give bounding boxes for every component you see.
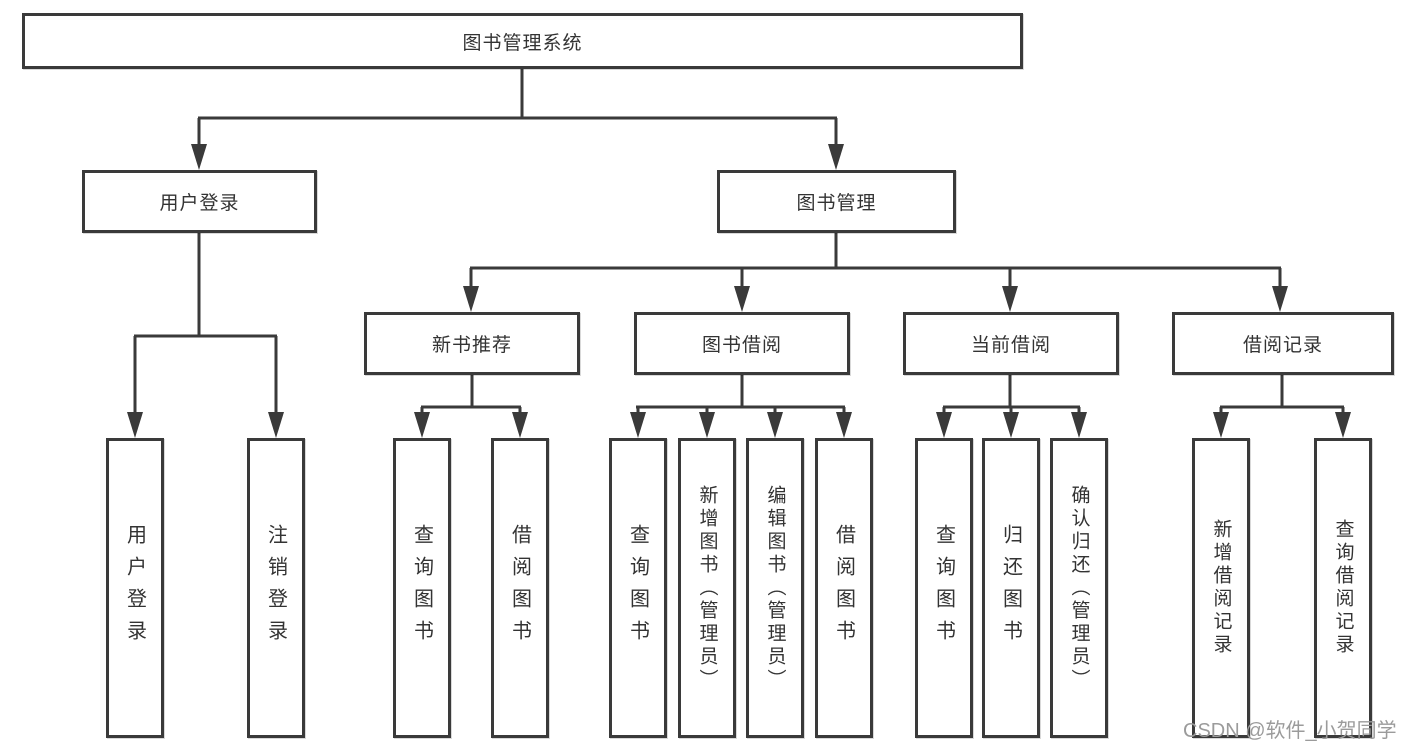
leaf-bb-add-books-admin: 新增图书（管理员） [678, 438, 736, 738]
node-current-borrowing: 当前借阅 [903, 312, 1119, 375]
leaf-bb-borrow-books: 借阅图书 [815, 438, 873, 738]
connector-book-management-to-level3 [463, 233, 1288, 312]
connector-current-borrowing-to-leaves [936, 375, 1087, 438]
node-borrow-records: 借阅记录 [1172, 312, 1394, 375]
leaf-br-query-borrow-record: 查询借阅记录 [1314, 438, 1372, 738]
leaf-bb-edit-books-admin: 编辑图书（管理员） [746, 438, 804, 738]
node-book-management: 图书管理 [717, 170, 956, 233]
leaf-nbr-query-books: 查询图书 [393, 438, 451, 738]
connector-user-login-to-leaves [127, 233, 284, 438]
leaf-nbr-borrow-books: 借阅图书 [491, 438, 549, 738]
leaf-cb-confirm-return-admin: 确认归还（管理员） [1050, 438, 1108, 738]
connector-root-to-level2 [191, 69, 844, 170]
leaf-user-login: 用户登录 [106, 438, 164, 738]
connector-book-borrowing-to-leaves [630, 375, 852, 438]
connector-borrow-records-to-leaves [1213, 375, 1351, 438]
leaf-logout: 注销登录 [247, 438, 305, 738]
leaf-cb-query-books: 查询图书 [915, 438, 973, 738]
leaf-cb-return-books: 归还图书 [982, 438, 1040, 738]
node-root: 图书管理系统 [22, 13, 1023, 69]
watermark: CSDN @软件_小贺同学 [1183, 720, 1397, 742]
leaf-bb-query-books: 查询图书 [609, 438, 667, 738]
leaf-br-add-borrow-record: 新增借阅记录 [1192, 438, 1250, 738]
connector-new-book-recommend-to-leaves [414, 375, 528, 438]
node-new-book-recommend: 新书推荐 [364, 312, 580, 375]
node-user-login: 用户登录 [82, 170, 317, 233]
node-book-borrowing: 图书借阅 [634, 312, 850, 375]
